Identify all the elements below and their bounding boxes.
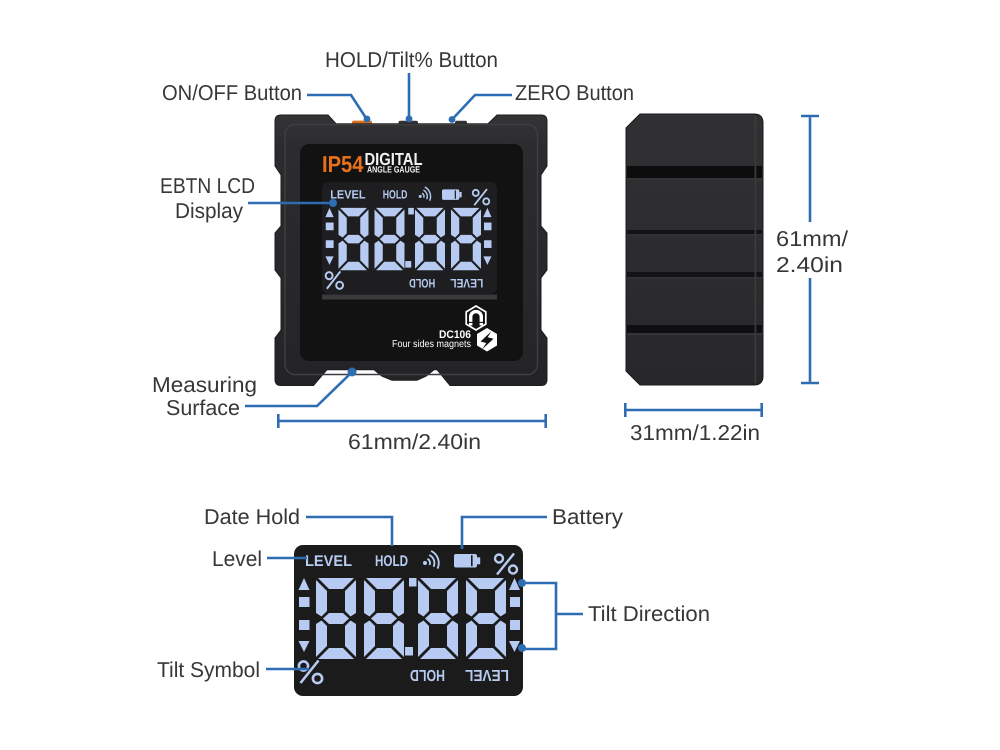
svg-text:ZERO Button: ZERO Button [515,81,634,105]
svg-text:2.40in: 2.40in [776,253,843,277]
svg-text:Battery: Battery [552,505,623,529]
svg-text:EBTN LCD: EBTN LCD [160,174,255,198]
svg-text:DC106: DC106 [439,329,471,341]
svg-text:ON/OFF Button: ON/OFF Button [162,81,302,105]
svg-text:31mm/1.22in: 31mm/1.22in [630,421,760,445]
svg-text:DIGITAL: DIGITAL [365,149,423,169]
svg-text:Tilt Direction: Tilt Direction [588,602,710,626]
svg-text:61mm/2.40in: 61mm/2.40in [348,430,481,454]
svg-text:IP54: IP54 [322,151,364,177]
svg-text:Display: Display [175,199,243,223]
svg-text:Level: Level [212,547,262,571]
svg-text:61mm/: 61mm/ [776,227,848,251]
svg-text:Date Hold: Date Hold [204,505,300,529]
svg-text:ANGLE GAUGE: ANGLE GAUGE [367,165,420,175]
svg-text:HOLD/Tilt% Button: HOLD/Tilt% Button [325,48,498,72]
svg-text:Measuring: Measuring [152,373,257,397]
svg-text:Four sides magnets: Four sides magnets [392,339,471,350]
svg-text:Surface: Surface [166,396,240,420]
svg-text:Tilt Symbol: Tilt Symbol [157,658,260,682]
